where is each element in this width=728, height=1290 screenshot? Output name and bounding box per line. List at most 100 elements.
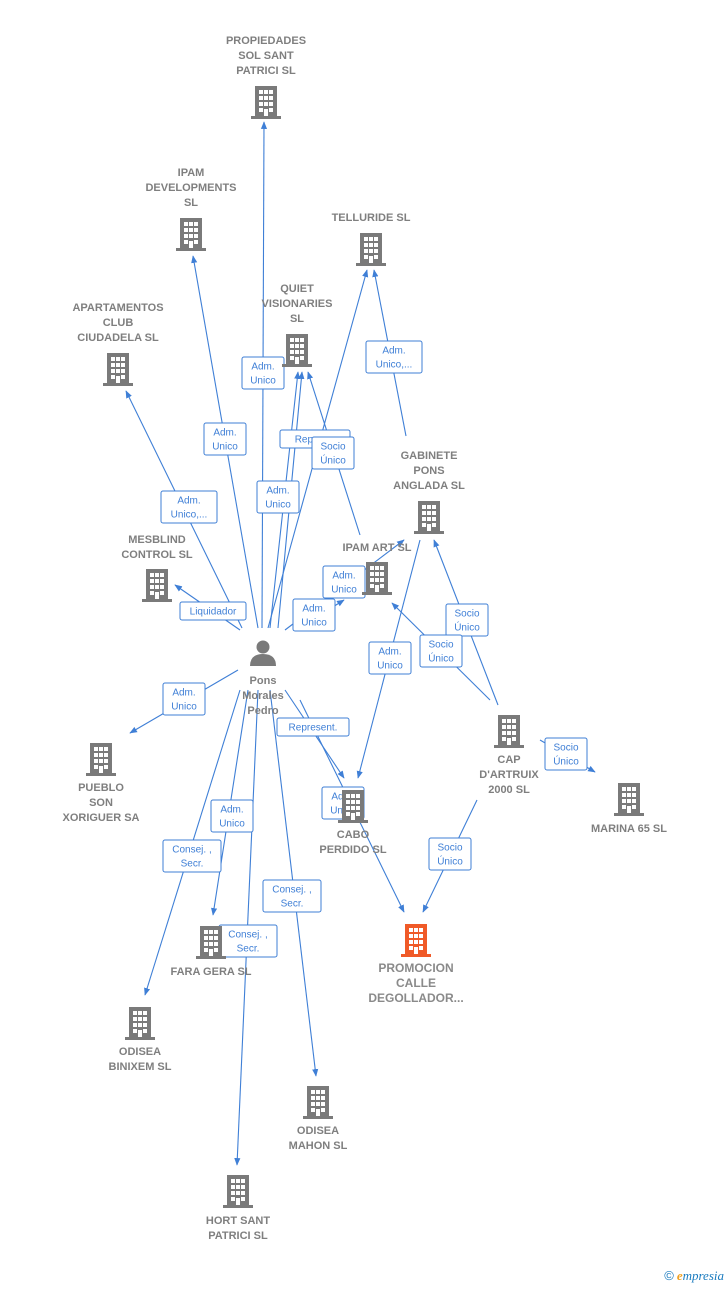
company-label-line: CAP <box>497 754 520 766</box>
edge-label-consej_odisea_mah[interactable]: Consej. ,Secr. <box>262 879 322 913</box>
edges-layer <box>125 121 596 1166</box>
edge-label-text: Socio <box>437 843 462 854</box>
edge-label-box <box>311 436 355 470</box>
company-node-fara[interactable]: FARA GERA SL <box>170 926 252 978</box>
edge-label-text: Unico <box>250 376 276 387</box>
edge-label-adm_apartamentos[interactable]: Adm.Unico,... <box>160 490 218 524</box>
edge-label-represent_cabo[interactable]: Represent. <box>276 717 350 737</box>
edge-label-text: Adm. <box>251 362 274 373</box>
building-icon <box>142 569 172 602</box>
edge-label-text: Unico <box>301 618 327 629</box>
building-icon <box>251 86 281 119</box>
building-icon <box>338 790 368 823</box>
edge-label-consej_hort[interactable]: Consej. ,Secr. <box>218 924 278 958</box>
edge-label-adm_gabinete[interactable]: Adm.Unico <box>322 565 366 599</box>
edge-label-adm_ipam_dev[interactable]: Adm. Unico <box>203 422 247 456</box>
edge-label-box <box>544 737 588 771</box>
company-label-line: APARTAMENTOS <box>72 302 163 314</box>
edge-label-box <box>419 634 463 668</box>
building-icon <box>176 218 206 251</box>
company-label-line: CIUDADELA SL <box>77 332 159 344</box>
edge-label-text: Socio <box>320 442 345 453</box>
edge-label-text: Adm. <box>378 647 401 658</box>
company-label-line: ODISEA <box>297 1125 339 1137</box>
company-node-marina[interactable]: MARINA 65 SL <box>591 783 667 835</box>
edge-label-box <box>179 601 247 621</box>
company-label-line: PATRICI SL <box>236 65 296 77</box>
company-label-line: BINIXEM SL <box>109 1061 172 1073</box>
company-label-line: QUIET <box>280 283 314 295</box>
edge-label-adm_quiet[interactable]: Adm.Unico <box>256 480 300 514</box>
building-icon <box>303 1086 333 1119</box>
edge-label-text: Único <box>320 454 346 467</box>
edge-label-adm_telluride[interactable]: Adm.Unico,... <box>365 340 423 374</box>
building-icon <box>494 715 524 748</box>
target-label-line: PROMOCION <box>378 961 453 975</box>
company-label-line: GABINETE <box>401 450 458 462</box>
edge-label-text: Unico <box>219 819 245 830</box>
company-label-line: PERDIDO SL <box>319 844 387 856</box>
edge-label-adm_gabinete_cabo[interactable]: Adm. Unico <box>368 641 412 675</box>
edge-label-consej_odisea_bin[interactable]: Consej. ,Secr. <box>162 839 222 873</box>
edge-label-text: Adm. <box>266 486 289 497</box>
brand-logo-text: mpresia <box>682 1268 724 1283</box>
empresia-brand[interactable]: ©empresia <box>664 1268 724 1284</box>
edge-label-text: Único <box>437 855 463 868</box>
building-icon <box>103 353 133 386</box>
edge-label-adm_fara[interactable]: Adm.Unico <box>210 799 254 833</box>
edge-label-text: Adm. <box>213 428 236 439</box>
edge-label-text: Unico <box>212 442 238 453</box>
person-icon <box>250 640 276 666</box>
company-node-telluride[interactable]: TELLURIDE SL <box>332 212 411 266</box>
company-node-mesblind[interactable]: MESBLIND CONTROL SL <box>121 534 193 602</box>
person-label-line: Pedro <box>247 705 278 717</box>
company-label-line: MARINA 65 SL <box>591 823 667 835</box>
company-node-ipam_art[interactable]: IPAM ART SL <box>342 542 412 595</box>
copyright-symbol: © <box>664 1268 674 1283</box>
building-icon <box>356 233 386 266</box>
edge-label-text: Único <box>553 755 579 768</box>
target-label-line: DEGOLLADOR... <box>368 991 463 1005</box>
company-label-line: DEVELOPMENTS <box>145 182 236 194</box>
edge-label-text: Socio <box>553 743 578 754</box>
target-company-node[interactable]: PROMOCIONCALLEDEGOLLADOR... <box>368 924 464 1005</box>
edge-label-liquidador_mesblind[interactable]: Liquidador <box>179 601 247 621</box>
edge-label-adm_propiedades[interactable]: Adm. Unico <box>241 356 285 390</box>
edge-label-box <box>445 603 489 637</box>
edge-label-text: Unico <box>377 661 403 672</box>
edge-label-adm_ipam_art[interactable]: Adm.Unico <box>292 598 336 632</box>
company-label-line: CONTROL SL <box>121 549 193 561</box>
edge-label-adm_pueblo[interactable]: Adm.Unico <box>162 682 206 716</box>
company-label-line: VISIONARIES <box>262 298 333 310</box>
company-label-line: MESBLIND <box>128 534 186 546</box>
edge-label-text: Secr. <box>281 899 304 910</box>
company-label-line: ANGLADA SL <box>393 480 465 492</box>
company-label-line: PROPIEDADES <box>226 35 306 47</box>
building-icon <box>86 743 116 776</box>
edge-label-text: Único <box>454 621 480 634</box>
edge-label-text: Único <box>428 652 454 665</box>
edge-label-box <box>210 799 254 833</box>
edge-label-box <box>322 565 366 599</box>
edge-label-box <box>256 480 300 514</box>
company-label-line: PUEBLO <box>78 782 124 794</box>
edge-label-box <box>160 490 218 524</box>
edge-label-box <box>368 641 412 675</box>
